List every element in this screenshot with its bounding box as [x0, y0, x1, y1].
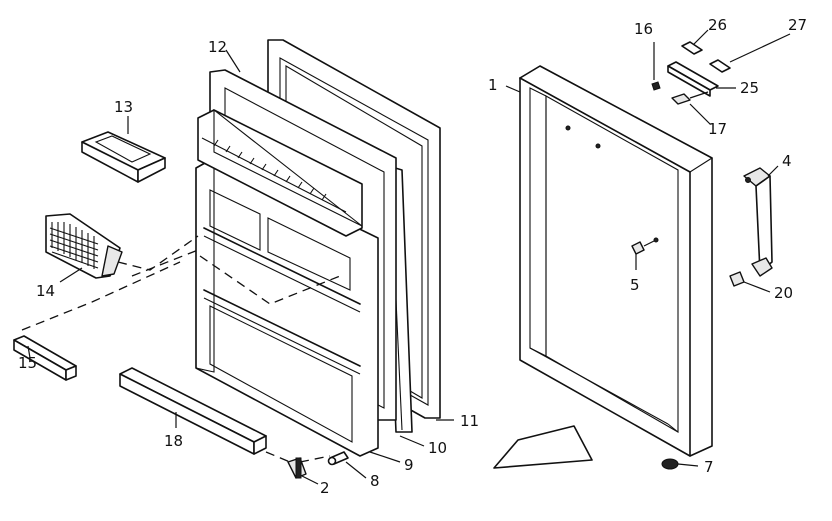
part-13-tray [81, 131, 166, 183]
callout-4: 4 [782, 152, 792, 170]
part-2-hinge [287, 457, 307, 479]
callout-25: 25 [740, 79, 759, 97]
part-5-screw [631, 237, 659, 255]
part-15-rail [13, 335, 77, 381]
callout-27: 27 [788, 16, 807, 34]
callout-7: 7 [704, 458, 714, 476]
part-17-screw [671, 91, 709, 105]
part-4-handle [743, 167, 773, 277]
part-14-bin [45, 213, 123, 279]
callout-18: 18 [164, 432, 183, 450]
callout-26: 26 [708, 16, 727, 34]
callout-8: 8 [370, 472, 380, 490]
part-8-pin [327, 451, 349, 466]
assembly-lines [21, 235, 341, 463]
callout-5: 5 [630, 276, 640, 294]
callout-2: 2 [320, 479, 330, 497]
callout-17: 17 [708, 120, 727, 138]
part-27-shim [709, 59, 731, 73]
callout-11: 11 [460, 412, 479, 430]
callout-16: 16 [634, 20, 653, 38]
part-26-shim [681, 41, 703, 55]
callout-1: 1 [488, 76, 498, 94]
callout-12: 12 [208, 38, 227, 56]
part-7-cap [661, 458, 679, 470]
callout-20: 20 [774, 284, 793, 302]
part-16-screw [651, 81, 661, 91]
callout-9: 9 [404, 456, 414, 474]
part-20-screw [729, 271, 745, 287]
part-9-door-liner [195, 108, 379, 457]
callout-15: 15 [18, 354, 37, 372]
part-18-rail [119, 367, 267, 455]
callout-10: 10 [428, 439, 447, 457]
callout-13: 13 [114, 98, 133, 116]
callout-14: 14 [36, 282, 55, 300]
part-1-outer-door [518, 65, 714, 457]
part-25-bracket [667, 61, 719, 97]
leader-lines [27, 29, 791, 485]
loose-panel [493, 425, 593, 469]
